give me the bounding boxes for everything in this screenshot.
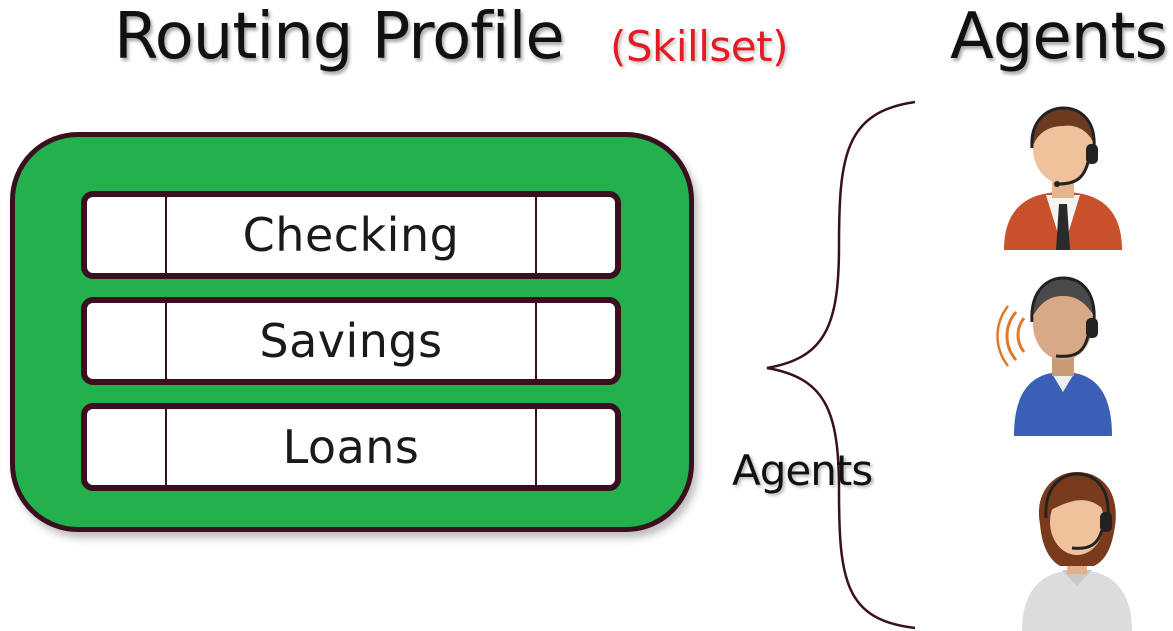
routing-profile-box: Checking Savings Loans — [10, 132, 694, 532]
male-agent-headset-icon — [996, 276, 1112, 436]
skill-cell-left — [87, 197, 167, 273]
skill-row-loans: Loans — [81, 403, 621, 491]
skill-label: Savings — [259, 314, 443, 368]
skill-cell-right — [535, 197, 615, 273]
male-agent-headset-icon — [1004, 106, 1122, 250]
brace-agents-label: Agents — [732, 446, 873, 495]
skill-label: Loans — [282, 420, 420, 474]
skill-row-savings: Savings — [81, 297, 621, 385]
skill-row-checking: Checking — [81, 191, 621, 279]
curly-brace-icon — [766, 100, 916, 630]
skill-cell-left — [87, 409, 167, 485]
skill-cell-right — [535, 303, 615, 379]
skill-cell-right — [535, 409, 615, 485]
skill-label: Checking — [242, 208, 460, 262]
page-subtitle: (Skillset) — [610, 22, 788, 71]
female-agent-headset-icon — [1022, 472, 1132, 631]
agents-heading: Agents — [950, 0, 1168, 74]
skill-cell-left — [87, 303, 167, 379]
page-title: Routing Profile — [114, 0, 565, 74]
